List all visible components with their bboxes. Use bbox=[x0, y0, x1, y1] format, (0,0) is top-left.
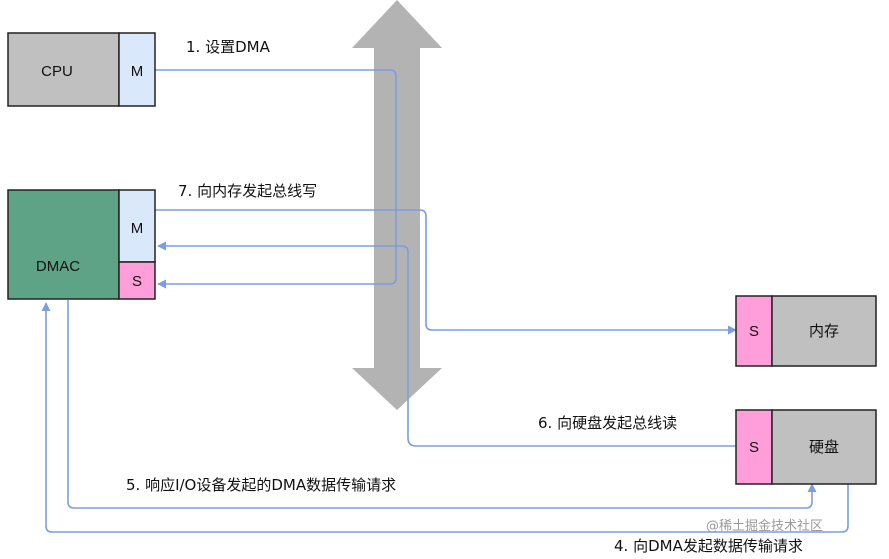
edge-response-disk bbox=[67, 300, 817, 509]
dmac-label: DMAC bbox=[36, 258, 80, 275]
edge-set-dma bbox=[155, 69, 397, 289]
disk-slave-port bbox=[735, 409, 773, 485]
edge-label-step1: 1. 设置DMA bbox=[186, 38, 271, 56]
dmac-master-port-label: M bbox=[131, 220, 144, 237]
dmac-master-port bbox=[118, 189, 156, 263]
memory-node: S 内存 bbox=[735, 295, 877, 367]
edge-bus-read-disk bbox=[157, 241, 736, 447]
edge-label-step7: 7. 向内存发起总线写 bbox=[178, 182, 317, 200]
cpu-label: CPU bbox=[41, 63, 73, 80]
edge-request-dma bbox=[41, 302, 849, 533]
disk-label: 硬盘 bbox=[809, 438, 839, 456]
cpu-node: CPU M bbox=[7, 32, 156, 107]
cpu-master-port bbox=[118, 32, 156, 107]
cpu-master-port-label: M bbox=[131, 63, 144, 80]
memory-label: 内存 bbox=[809, 322, 839, 340]
dmac-slave-port bbox=[118, 261, 156, 300]
edge-label-step6: 6. 向硬盘发起总线读 bbox=[538, 414, 677, 432]
disk-node: S 硬盘 bbox=[735, 409, 877, 485]
dmac-node: DMAC M S bbox=[7, 189, 156, 300]
bus-double-arrow-icon bbox=[352, 0, 442, 410]
disk-slave-port-label: S bbox=[749, 439, 759, 456]
dmac-slave-port-label: S bbox=[132, 273, 142, 290]
edge-label-step5: 5. 响应I/O设备发起的DMA数据传输请求 bbox=[126, 476, 396, 494]
edges bbox=[41, 69, 849, 533]
memory-slave-port-label: S bbox=[749, 323, 759, 340]
watermark: @稀土掘金技术社区 bbox=[706, 518, 823, 534]
edge-bus-write-memory bbox=[155, 209, 737, 335]
edge-label-step4: 4. 向DMA发起数据传输请求 bbox=[614, 537, 803, 555]
